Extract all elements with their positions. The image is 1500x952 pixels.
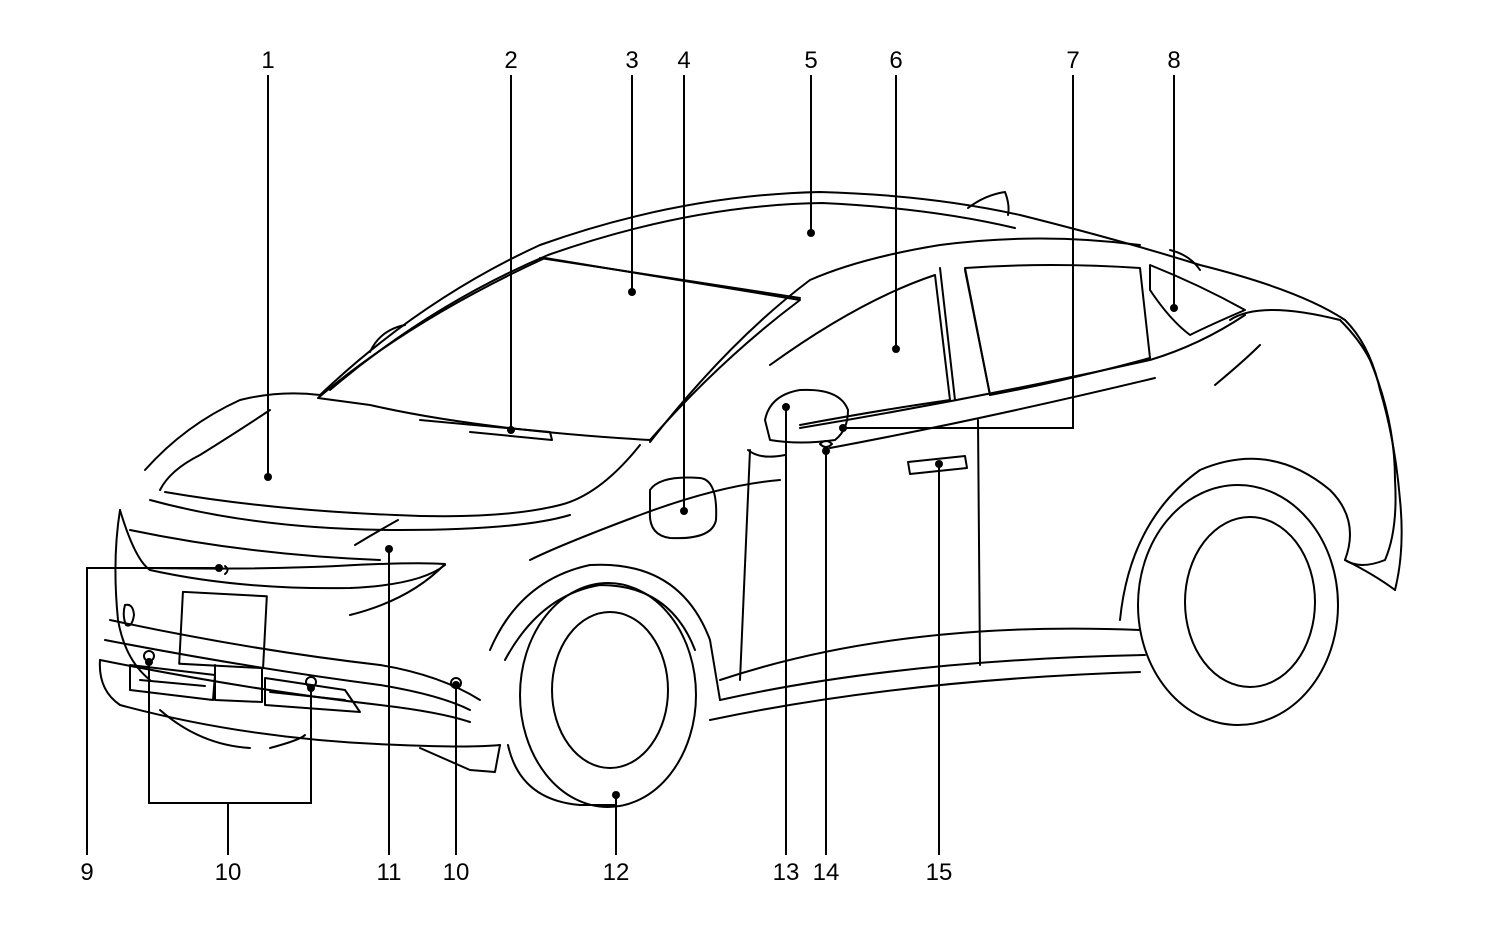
leader-9 bbox=[86, 567, 219, 855]
callout-10-left: 10 bbox=[215, 859, 242, 886]
callout-9: 9 bbox=[80, 859, 93, 886]
callout-1: 1 bbox=[261, 47, 274, 74]
callout-14: 14 bbox=[813, 859, 840, 886]
callout-15: 15 bbox=[926, 859, 953, 886]
dot-2 bbox=[507, 426, 515, 434]
callout-5: 5 bbox=[804, 47, 817, 74]
dot-7 bbox=[839, 424, 847, 432]
car-outline bbox=[98, 191, 1403, 808]
leader-7 bbox=[843, 75, 1074, 429]
callout-labels: 1 2 3 4 5 6 7 8 9 10 10 11 12 13 14 15 bbox=[80, 47, 1180, 886]
dot-14 bbox=[822, 447, 830, 455]
leader-lines bbox=[86, 75, 1175, 855]
dot-15 bbox=[935, 460, 943, 468]
target-dots bbox=[145, 229, 1178, 799]
dot-3 bbox=[628, 288, 636, 296]
callout-8: 8 bbox=[1167, 47, 1180, 74]
dot-11 bbox=[385, 545, 393, 553]
dot-4 bbox=[680, 507, 688, 515]
sensor-rings bbox=[143, 565, 462, 689]
callout-3: 3 bbox=[625, 47, 638, 74]
callout-4: 4 bbox=[677, 47, 690, 74]
dot-8 bbox=[1170, 304, 1178, 312]
dot-13 bbox=[782, 403, 790, 411]
callout-13: 13 bbox=[773, 859, 800, 886]
callout-12: 12 bbox=[603, 859, 630, 886]
callout-10-right: 10 bbox=[443, 859, 470, 886]
callout-7: 7 bbox=[1066, 47, 1079, 74]
dot-1 bbox=[264, 473, 272, 481]
leader-10a-bracket bbox=[148, 662, 312, 804]
callout-2: 2 bbox=[504, 47, 517, 74]
dot-12 bbox=[612, 791, 620, 799]
callout-11: 11 bbox=[377, 859, 402, 886]
dot-6 bbox=[892, 345, 900, 353]
dot-9 bbox=[215, 564, 223, 572]
callout-6: 6 bbox=[889, 47, 902, 74]
dot-5 bbox=[807, 229, 815, 237]
